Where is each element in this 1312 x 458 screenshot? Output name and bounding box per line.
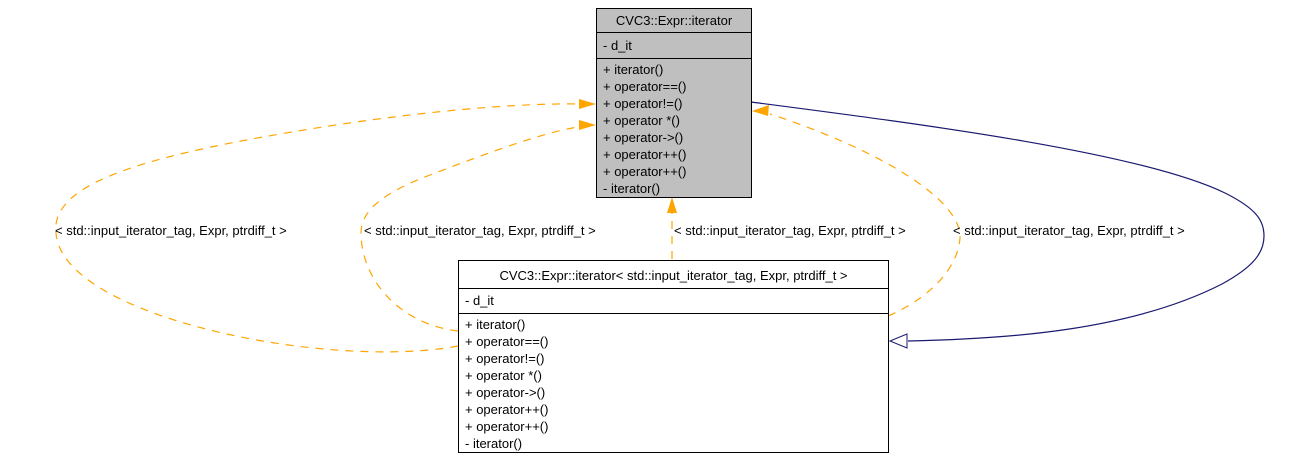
inheritance-arrowhead xyxy=(888,333,908,349)
class-title: CVC3::Expr::iterator< std::input_iterato… xyxy=(459,261,888,289)
template-edge-4 xyxy=(769,113,961,317)
class-method: - iterator() xyxy=(603,181,661,196)
class-methods-section: + iterator() + operator==() + operator!=… xyxy=(597,59,751,197)
class-method: - iterator() xyxy=(465,436,523,451)
inheritance-edge xyxy=(750,101,1265,342)
class-method: + operator++() xyxy=(603,164,687,179)
class-method: + operator++() xyxy=(603,147,687,162)
class-node-iterator-instantiation[interactable]: CVC3::Expr::iterator< std::input_iterato… xyxy=(458,260,889,453)
class-method: + operator->() xyxy=(465,385,546,400)
template-args-label-3: < std::input_iterator_tag, Expr, ptrdiff… xyxy=(674,223,906,238)
class-method: + operator++() xyxy=(465,402,549,417)
template-args-label-1: < std::input_iterator_tag, Expr, ptrdiff… xyxy=(55,223,287,238)
class-method: + operator==() xyxy=(465,334,549,349)
class-method: + operator==() xyxy=(603,79,687,94)
template-arrowhead-1 xyxy=(579,99,596,109)
class-methods-section: + iterator() + operator==() + operator!=… xyxy=(459,314,888,452)
class-method: + operator!=() xyxy=(603,96,683,111)
class-method: + operator *() xyxy=(603,113,680,128)
class-method: + operator *() xyxy=(465,368,542,383)
class-method: + iterator() xyxy=(465,317,526,332)
template-arrowhead-3 xyxy=(667,197,677,213)
template-args-label-2: < std::input_iterator_tag, Expr, ptrdiff… xyxy=(364,223,596,238)
class-method: + iterator() xyxy=(603,62,664,77)
template-args-label-4: < std::input_iterator_tag, Expr, ptrdiff… xyxy=(953,223,1185,238)
class-method: + operator->() xyxy=(603,130,684,145)
class-title: CVC3::Expr::iterator xyxy=(597,9,751,33)
class-attribute: - d_it xyxy=(459,289,888,314)
template-arrowhead-2 xyxy=(579,120,596,130)
template-edge-2 xyxy=(360,126,579,332)
template-arrowhead-4 xyxy=(752,105,769,116)
class-node-iterator[interactable]: CVC3::Expr::iterator - d_it + iterator()… xyxy=(596,8,752,198)
class-method: + operator++() xyxy=(465,419,549,434)
class-attribute: - d_it xyxy=(597,33,751,59)
template-edge-1 xyxy=(55,103,581,353)
class-method: + operator!=() xyxy=(465,351,545,366)
